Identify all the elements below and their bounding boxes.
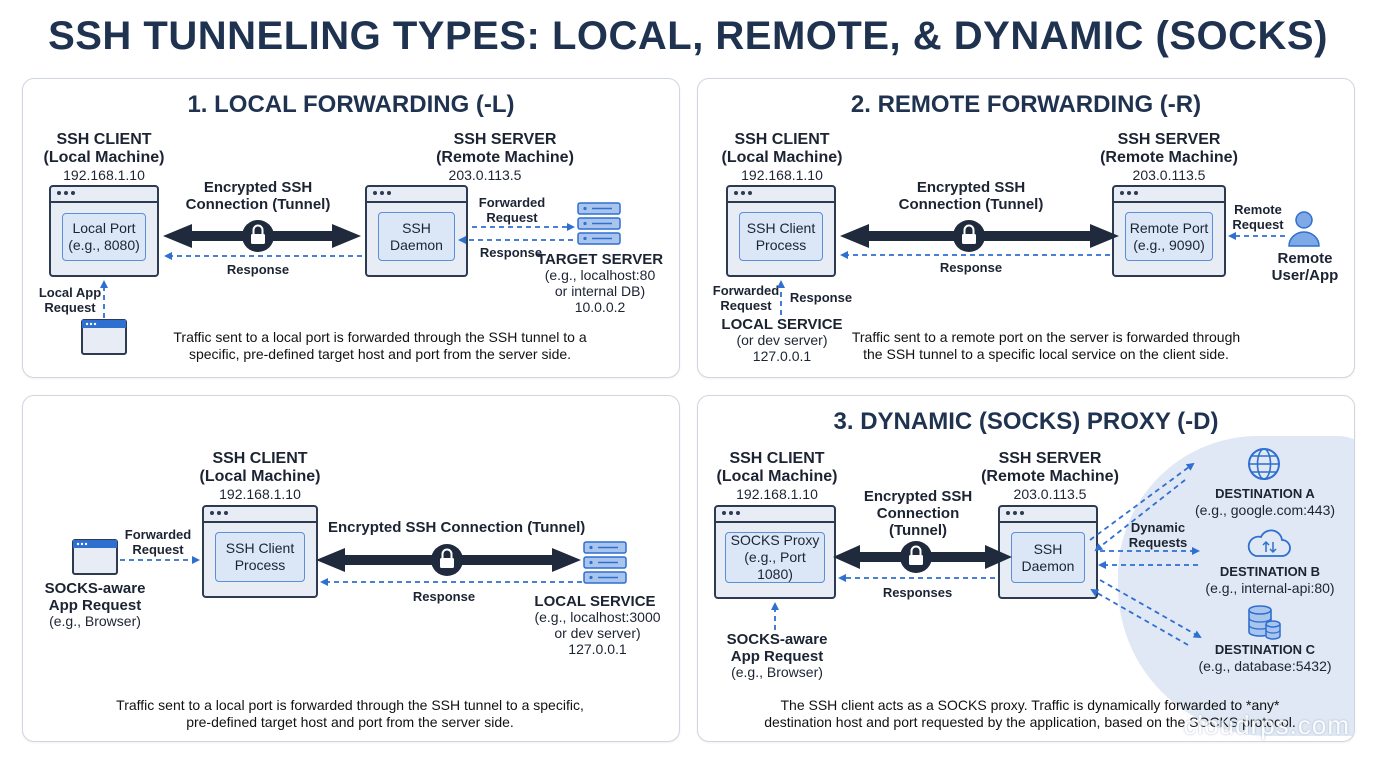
remote-port-box: Remote Port(e.g., 9090) xyxy=(1125,212,1213,261)
watermark: cloudrps.com xyxy=(1183,710,1350,740)
tunnel-label: Encrypted SSH Connection (Tunnel) xyxy=(328,519,586,536)
socks-app-example: (e.g., Browser) xyxy=(731,664,823,680)
client-label: SSH CLIENT(Local Machine) xyxy=(43,131,165,166)
destination-c-detail: (e.g., database:5432) xyxy=(1198,658,1332,674)
response-label: Response xyxy=(226,262,290,277)
socks-app-example: (e.g., Browser) xyxy=(49,613,141,629)
panel-description: Traffic sent to a local port is forwarde… xyxy=(173,329,587,362)
server-label: SSH SERVER(Remote Machine) xyxy=(436,131,574,166)
panel-title: 3. DYNAMIC (SOCKS) PROXY (-D) xyxy=(833,408,1219,435)
destination-a-detail: (e.g., google.com:443) xyxy=(1194,502,1336,518)
local-service-detail: (or dev server)127.0.0.1 xyxy=(736,332,828,364)
client-window: SOCKS Proxy(e.g., Port 1080) xyxy=(714,505,836,599)
destination-c-label: DESTINATION C xyxy=(1214,642,1316,657)
local-service-label: LOCAL SERVICE xyxy=(721,316,843,333)
destination-a-label: DESTINATION A xyxy=(1215,486,1315,501)
client-ip: 192.168.1.10 xyxy=(736,486,818,502)
page-title: SSH TUNNELING TYPES: LOCAL, REMOTE, & DY… xyxy=(48,14,1328,58)
target-server-label: TARGET SERVER xyxy=(536,251,664,268)
client-ip: 192.168.1.10 xyxy=(741,167,823,183)
panel-description: Traffic sent to a local port is forwarde… xyxy=(116,697,584,730)
server-ip: 203.0.113.5 xyxy=(1013,486,1087,502)
panel-description: Traffic sent to a remote port on the ser… xyxy=(851,329,1241,362)
responses-label: Responses xyxy=(882,585,953,600)
panel-title: 2. REMOTE FORWARDING (-R) xyxy=(850,91,1202,118)
client-ip: 192.168.1.10 xyxy=(63,167,145,183)
response-label: Response xyxy=(789,290,853,305)
response-label: Response xyxy=(939,260,1003,275)
server-window: Remote Port(e.g., 9090) xyxy=(1112,185,1226,277)
server-label: SSH SERVER(Remote Machine) xyxy=(1100,131,1238,166)
client-label: SSH CLIENT(Local Machine) xyxy=(199,450,321,485)
server-label: SSH SERVER(Remote Machine) xyxy=(981,450,1119,485)
client-label: SSH CLIENT(Local Machine) xyxy=(716,450,838,485)
client-label: SSH CLIENT(Local Machine) xyxy=(721,131,843,166)
destination-b-detail: (e.g., internal-api:80) xyxy=(1205,580,1335,596)
response-label: Response xyxy=(412,589,476,604)
panel-socks-local xyxy=(22,395,680,742)
client-ip: 192.168.1.10 xyxy=(219,486,301,502)
socks-proxy-box: SOCKS Proxy(e.g., Port 1080) xyxy=(725,532,825,583)
response-label: Response xyxy=(479,245,543,260)
destination-b-label: DESTINATION B xyxy=(1219,564,1321,579)
local-port-box: Local Port(e.g., 8080) xyxy=(62,213,146,261)
local-service-label: LOCAL SERVICE xyxy=(534,593,656,610)
client-window: Local Port(e.g., 8080) xyxy=(49,185,159,277)
panel-title: 1. LOCAL FORWARDING (-L) xyxy=(187,91,515,118)
server-ip: 203.0.113.5 xyxy=(448,167,522,183)
server-ip: 203.0.113.5 xyxy=(1132,167,1206,183)
panel-description: The SSH client acts as a SOCKS proxy. Tr… xyxy=(764,697,1296,730)
